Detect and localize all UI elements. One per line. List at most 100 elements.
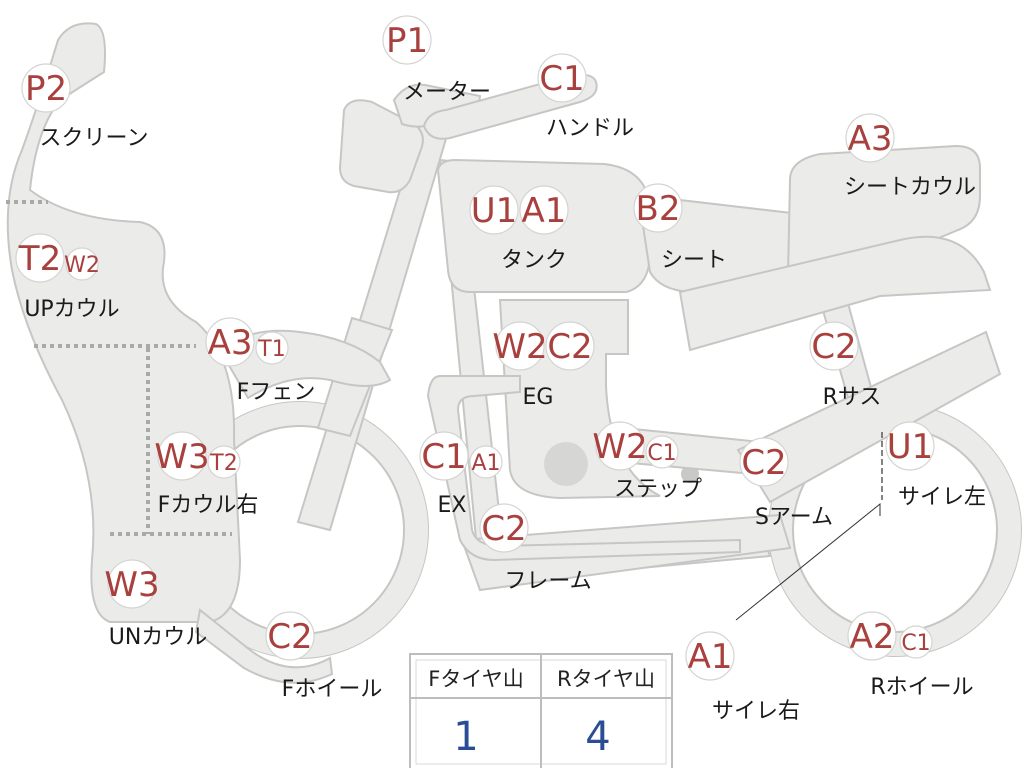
part-label: サイレ左	[898, 485, 986, 510]
code-badge	[537, 53, 587, 103]
code-badge	[469, 185, 519, 235]
part-label: Rホイール	[870, 675, 973, 700]
code-text: U1	[471, 191, 518, 231]
callout-silencer-left[interactable]: U1 サイレ左	[885, 421, 986, 510]
code-badge	[633, 183, 683, 233]
rear-tread-header: Rタイヤ山	[557, 667, 655, 691]
code-badge	[21, 63, 71, 113]
code-text: W2	[492, 327, 547, 367]
code-text: C1	[421, 437, 466, 477]
callout-s-arm[interactable]: C2 Sアーム	[739, 437, 833, 530]
code-badge	[107, 559, 157, 609]
tire-tread-table: Fタイヤ山 Rタイヤ山 1 4	[409, 653, 673, 768]
part-label: Fホイール	[282, 677, 383, 702]
part-label: タンク	[501, 248, 567, 273]
code-badge	[15, 233, 65, 283]
code-badge	[595, 421, 645, 471]
code-text: P2	[25, 69, 67, 109]
front-cowl-shape	[6, 22, 242, 623]
code-text: W3	[154, 437, 209, 477]
code-text: A3	[208, 323, 253, 363]
code-text: C1	[647, 441, 676, 466]
code-text: C2	[267, 617, 312, 657]
part-label: メーター	[403, 80, 491, 105]
code-badge	[495, 321, 545, 371]
callout-r-wheel[interactable]: A2 C1 Rホイール	[847, 611, 974, 700]
code-text: T1	[257, 337, 285, 362]
callout-f-fender[interactable]: A3 T1 Fフェン	[205, 317, 316, 405]
callout-tank[interactable]: U1 A1 タンク	[469, 185, 569, 273]
callout-silencer-right[interactable]: A1 サイレ右	[685, 631, 800, 724]
callout-eg[interactable]: W2 C2 EG	[492, 321, 595, 410]
part-label: Fカウル右	[158, 493, 259, 518]
code-badge	[205, 317, 255, 367]
part-label: ステップ	[614, 477, 702, 502]
part-label: シート	[661, 248, 727, 273]
callout-un-cowl[interactable]: W3 UNカウル	[104, 559, 208, 650]
code-text: A1	[688, 637, 733, 677]
callout-handle[interactable]: C1 ハンドル	[537, 53, 634, 141]
part-label: サイレ右	[712, 699, 800, 724]
code-text: T2	[209, 451, 237, 476]
callout-f-wheel[interactable]: C2 Fホイール	[265, 611, 383, 702]
code-text: W2	[64, 253, 100, 278]
code-badge	[419, 431, 469, 481]
part-label: フレーム	[504, 569, 591, 594]
code-badge	[885, 421, 935, 471]
code-text: T2	[18, 239, 61, 279]
callout-meter[interactable]: P1 メーター	[382, 15, 491, 105]
code-badge	[519, 185, 569, 235]
callout-up-cowl[interactable]: T2 W2 UPカウル	[15, 233, 120, 322]
callout-frame[interactable]: C2 フレーム	[479, 503, 592, 594]
callout-seat-cowl[interactable]: A3 シートカウル	[844, 113, 976, 200]
code-badge	[382, 15, 432, 65]
code-badge	[809, 321, 859, 371]
code-text: C1	[901, 631, 930, 656]
under-cowl-tail-shape	[194, 608, 334, 684]
part-label: UNカウル	[109, 625, 208, 650]
code-text: W2	[592, 427, 647, 467]
callout-f-cowl-right[interactable]: W3 T2 Fカウル右	[154, 431, 259, 518]
code-badge	[207, 445, 241, 479]
code-badge	[479, 503, 529, 553]
code-badge	[469, 445, 503, 479]
part-label: シートカウル	[844, 175, 976, 200]
code-badge	[265, 611, 315, 661]
code-text: P1	[386, 21, 428, 61]
code-text: C2	[481, 509, 526, 549]
code-text: A1	[522, 191, 567, 231]
code-text: C2	[811, 327, 856, 367]
code-badge	[899, 625, 933, 659]
code-text: A2	[850, 617, 895, 657]
part-label: Fフェン	[237, 380, 316, 405]
code-text: A1	[471, 451, 500, 476]
bike-silhouette	[6, 22, 1022, 684]
callout-step[interactable]: W2 C1 ステップ	[592, 421, 702, 502]
part-label: ハンドル	[546, 116, 634, 141]
part-label: EX	[438, 493, 467, 518]
front-tread-header: Fタイヤ山	[428, 667, 523, 691]
code-text: C2	[741, 443, 786, 483]
part-label: EG	[523, 385, 554, 410]
code-badge	[545, 321, 595, 371]
callout-ex[interactable]: C1 A1 EX	[419, 431, 503, 518]
code-badge	[845, 113, 895, 163]
code-badge	[645, 435, 679, 469]
code-text: C2	[547, 327, 592, 367]
code-text: A3	[848, 119, 893, 159]
code-badge	[739, 437, 789, 487]
code-text: U1	[887, 427, 934, 467]
callout-screen[interactable]: P2 スクリーン	[21, 63, 149, 151]
part-label: Rサス	[823, 385, 882, 410]
code-text: C1	[539, 59, 584, 99]
code-badge	[255, 331, 289, 365]
engine-cover-shape	[544, 442, 588, 486]
callout-seat[interactable]: B2 シート	[633, 183, 727, 273]
part-label: UPカウル	[24, 297, 119, 322]
code-text: B2	[636, 189, 681, 229]
code-badge	[65, 247, 99, 281]
front-tread-value: 1	[453, 714, 478, 760]
callout-r-sus[interactable]: C2 Rサス	[809, 321, 882, 410]
part-label: スクリーン	[40, 126, 149, 151]
